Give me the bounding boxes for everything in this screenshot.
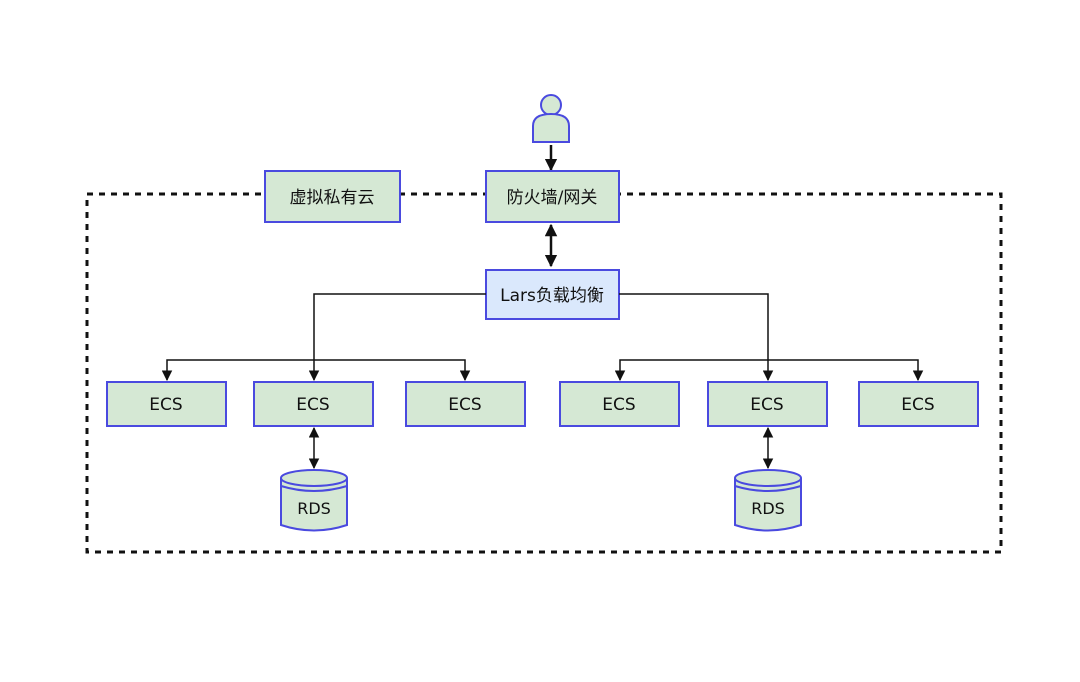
ecs-label: ECS xyxy=(602,395,635,415)
ecs-label: ECS xyxy=(901,395,934,415)
edge-lb-right-branch xyxy=(619,293,774,382)
database-icon: RDS xyxy=(734,469,802,532)
edge-lb-left-branch xyxy=(308,293,486,382)
ecs-node: ECS xyxy=(253,381,374,427)
vpc-label: 虚拟私有云 xyxy=(290,188,375,208)
database-icon: RDS xyxy=(280,469,348,532)
ecs-node: ECS xyxy=(405,381,526,427)
rds-label: RDS xyxy=(751,499,785,518)
vpc-label-node: 虚拟私有云 xyxy=(264,170,401,223)
ecs-node: ECS xyxy=(858,381,979,427)
load-balancer-node: Lars负载均衡 xyxy=(485,269,620,320)
edge-left-bus-b xyxy=(314,359,471,382)
ecs-label: ECS xyxy=(448,395,481,415)
ecs-label: ECS xyxy=(750,395,783,415)
user-icon xyxy=(532,94,570,143)
ecs-label: ECS xyxy=(296,395,329,415)
edge-right-bus-b xyxy=(768,359,924,382)
rds-label: RDS xyxy=(297,499,331,518)
edge-left-bus-a xyxy=(161,359,314,382)
ecs-node: ECS xyxy=(559,381,680,427)
lb-label: Lars负载均衡 xyxy=(500,286,604,306)
edge-right-bus-a xyxy=(614,359,768,382)
vpc-boundary xyxy=(85,192,1003,554)
ecs-node: ECS xyxy=(707,381,828,427)
firewall-gateway-node: 防火墙/网关 xyxy=(485,170,620,223)
ecs-label: ECS xyxy=(149,395,182,415)
ecs-node: ECS xyxy=(106,381,227,427)
firewall-label: 防火墙/网关 xyxy=(507,188,598,208)
